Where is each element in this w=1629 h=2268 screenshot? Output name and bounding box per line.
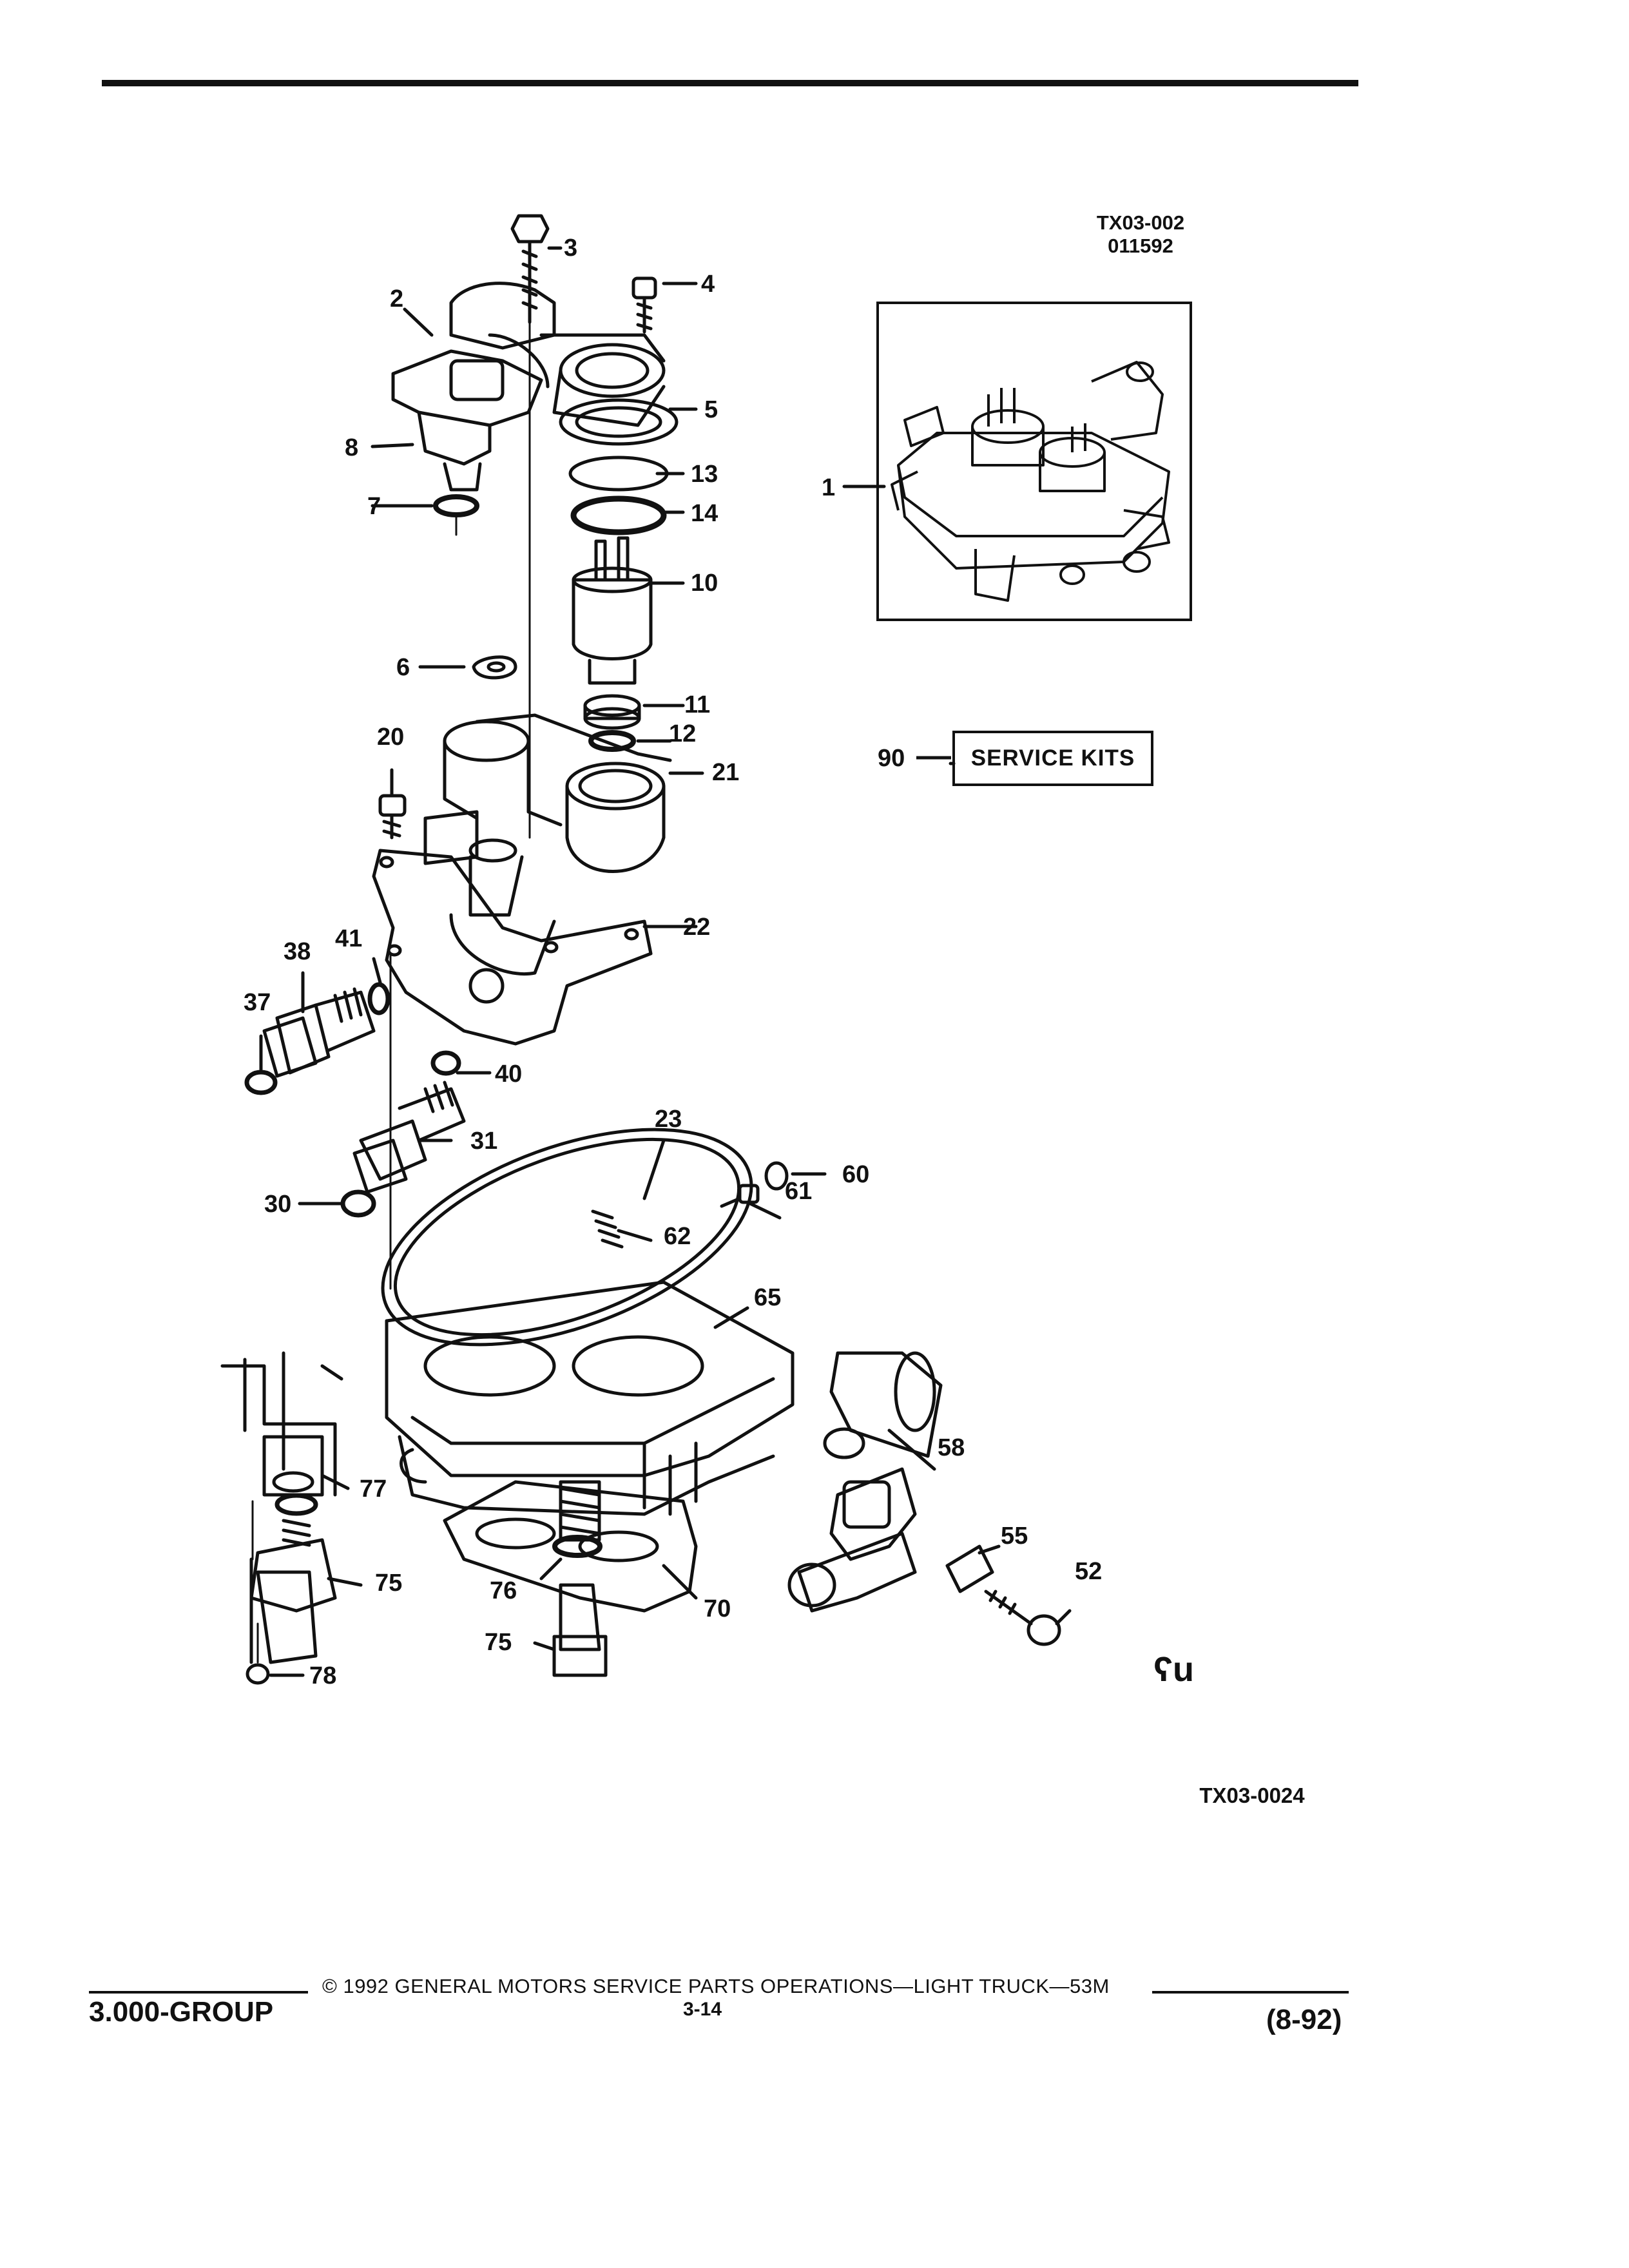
gm-service-mark-icon: ʕu xyxy=(1153,1650,1195,1689)
figure-code-top-sub: 011592 xyxy=(1108,234,1173,257)
callout-3: 3 xyxy=(564,235,578,262)
assembled-throttle-body-drawing xyxy=(891,361,1170,602)
gasket-6 xyxy=(472,655,517,680)
callout-38: 38 xyxy=(284,938,311,965)
callout-13: 13 xyxy=(691,461,718,488)
figure-code-top: TX03-002 011592 xyxy=(1076,211,1205,257)
service-kits-leader xyxy=(916,756,951,760)
iac-valve-75b xyxy=(552,1480,608,1677)
callout-78: 78 xyxy=(309,1662,337,1689)
fuel-inlet-fitting-38 xyxy=(262,987,376,1078)
gasket-13 xyxy=(568,456,669,492)
callout-41: 41 xyxy=(335,925,363,952)
figure-code-top-text: TX03-002 xyxy=(1096,211,1185,234)
bolt-52 xyxy=(984,1590,1061,1646)
callout-62: 62 xyxy=(664,1223,691,1250)
injector-10 xyxy=(572,536,653,685)
fuel-outlet-fitting-31 xyxy=(352,1081,466,1194)
callout-75a: 75 xyxy=(375,1570,403,1597)
seal-7 xyxy=(433,494,479,517)
seal-12 xyxy=(588,730,636,752)
callout-14: 14 xyxy=(691,500,718,527)
callout-30: 30 xyxy=(264,1191,292,1218)
callout-11: 11 xyxy=(684,691,711,718)
callout-7: 7 xyxy=(367,493,381,520)
callout-61: 61 xyxy=(785,1178,813,1205)
footer-group: 3.000-GROUP xyxy=(89,1996,274,2028)
callout-90: 90 xyxy=(878,745,905,772)
fuel-meter-cover xyxy=(539,333,666,427)
screw-20 xyxy=(378,794,407,840)
callout-37: 37 xyxy=(244,989,271,1016)
callout-2: 2 xyxy=(390,285,404,312)
service-kits-box: SERVICE KITS xyxy=(952,731,1153,786)
gasket-23 xyxy=(381,1128,753,1347)
idle-air-housing-2 xyxy=(391,282,556,492)
spring-62 xyxy=(591,1209,624,1249)
bolt-3 xyxy=(510,214,550,324)
sensor-58 xyxy=(823,1351,943,1459)
callout-52: 52 xyxy=(1075,1558,1103,1585)
callout-70: 70 xyxy=(704,1595,731,1622)
callout-4: 4 xyxy=(701,271,715,298)
callout-76: 76 xyxy=(490,1577,517,1604)
bracket-55 xyxy=(945,1544,994,1593)
callout-23: 23 xyxy=(655,1106,682,1133)
figure-code-bottom: TX03-0024 xyxy=(1199,1783,1305,1807)
callout-58: 58 xyxy=(938,1434,965,1461)
callout-55: 55 xyxy=(1001,1523,1028,1550)
callout-12: 12 xyxy=(669,720,697,747)
footer-date: (8-92) xyxy=(1266,2004,1342,2035)
callout-6: 6 xyxy=(396,654,410,681)
callout-60: 60 xyxy=(842,1161,870,1188)
throttle-body-65 xyxy=(385,1280,795,1516)
o-ring-14 xyxy=(570,495,667,535)
footer-page-number: 3-14 xyxy=(683,1999,722,2020)
callout-75b: 75 xyxy=(485,1629,512,1656)
footer-rule-left xyxy=(89,1991,308,1994)
callout-8: 8 xyxy=(345,434,359,461)
o-ring-37 xyxy=(244,1070,278,1095)
callout-21: 21 xyxy=(712,759,740,786)
callout-22: 22 xyxy=(683,914,711,941)
callout-31: 31 xyxy=(470,1128,498,1155)
footer-copyright: © 1992 GENERAL MOTORS SERVICE PARTS OPER… xyxy=(322,1975,1110,1997)
footer-rule-right xyxy=(1152,1991,1349,1994)
header-rule xyxy=(102,80,1358,86)
screw-78 xyxy=(246,1622,270,1685)
seal-41 xyxy=(367,982,390,1015)
callout-5: 5 xyxy=(704,396,718,423)
callout-20: 20 xyxy=(377,724,405,751)
gasket-22 xyxy=(372,849,653,1046)
assembled-view-inset xyxy=(876,302,1192,621)
o-ring-30 xyxy=(340,1189,376,1218)
screw-4 xyxy=(631,276,657,334)
callout-10: 10 xyxy=(691,570,718,597)
filter-11 xyxy=(583,694,641,730)
iac-assembly-75a xyxy=(220,1351,343,1664)
fuel-meter-body-21 xyxy=(423,713,672,1004)
callout-40: 40 xyxy=(495,1061,523,1088)
plug-60 xyxy=(764,1161,789,1191)
callout-77: 77 xyxy=(360,1475,387,1503)
callout-1: 1 xyxy=(822,474,836,501)
seal-40 xyxy=(430,1050,461,1076)
callout-65: 65 xyxy=(754,1284,782,1311)
gasket-5 xyxy=(559,398,679,446)
sensor-lower xyxy=(787,1467,917,1613)
